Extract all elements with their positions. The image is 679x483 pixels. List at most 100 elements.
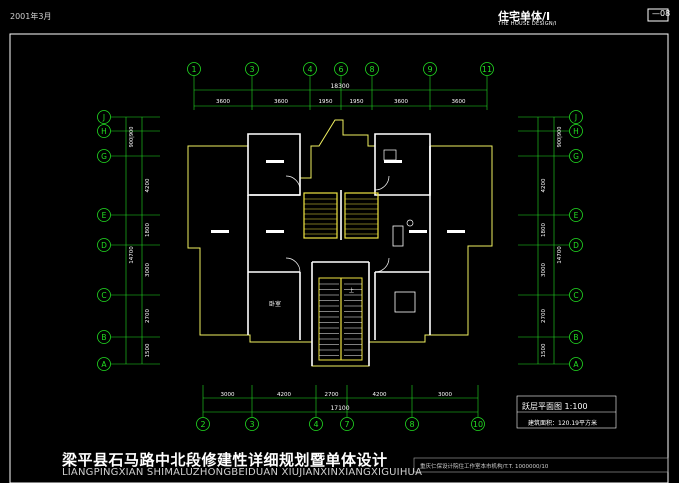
axis-label-right: H <box>573 127 579 136</box>
room-tag <box>266 230 284 233</box>
axis-bubble-right <box>569 238 583 252</box>
axis-bubble-bottom <box>196 417 210 431</box>
dim-side-segment: 1800 <box>541 223 547 237</box>
door-swing <box>285 257 301 273</box>
axis-label-left: C <box>101 291 106 300</box>
stair-up-label: 上 <box>349 287 354 294</box>
room-tag <box>266 160 284 163</box>
dim-bottom-segment: 3000 <box>221 392 235 398</box>
room-tag <box>447 230 465 233</box>
project-name: 梁平县石马路中北段修建性详细规划暨单体设计 <box>62 451 388 469</box>
axis-label-left: D <box>101 241 107 250</box>
axis-bubble-right <box>569 149 583 163</box>
door-swing <box>374 175 390 191</box>
axis-bubble-top <box>480 62 494 76</box>
kitchen-fixture <box>394 291 416 313</box>
axis-bubble-right <box>569 288 583 302</box>
dept-box <box>413 457 669 473</box>
dim-side-top-small: 900|900 <box>129 127 135 148</box>
dim-bottom-segment: 4200 <box>277 392 291 398</box>
axis-bubble-left <box>97 330 111 344</box>
room-tag <box>211 230 229 233</box>
drawing-title: 住宅单体/Ⅰ <box>498 10 551 23</box>
bathtub-fixture <box>392 225 404 247</box>
axis-bubble-right <box>569 124 583 138</box>
dim-top-segment: 1950 <box>319 99 333 105</box>
dim-side-segment: 2700 <box>541 309 547 323</box>
interior-wall <box>374 133 431 196</box>
axis-label-top: 11 <box>482 65 492 74</box>
axis-bubble-top <box>423 62 437 76</box>
washbasin-fixture <box>383 149 397 161</box>
project-pinyin: LIANGPINGXIAN SHIMALUZHONGBEIDUAN XIUJIA… <box>62 467 423 478</box>
axis-bubble-left <box>97 124 111 138</box>
sheet-no-box <box>647 8 669 22</box>
axis-label-left: E <box>102 211 107 220</box>
door-swing <box>374 257 390 273</box>
dim-side-segment: 4200 <box>541 178 547 192</box>
axis-label-top: 4 <box>307 65 312 74</box>
dim-bottom-segment: 3000 <box>438 392 452 398</box>
axis-bubble-right <box>569 330 583 344</box>
dim-bottom-segment: 4200 <box>373 392 387 398</box>
axis-label-left: J <box>102 113 105 122</box>
exterior-outline <box>187 119 493 367</box>
room-tag <box>384 160 402 163</box>
axis-label-left: H <box>101 127 107 136</box>
dim-side-segment: 2700 <box>145 309 151 323</box>
axis-bubble-left <box>97 357 111 371</box>
axis-label-bottom: 7 <box>344 420 349 429</box>
stair-right <box>344 192 379 239</box>
axis-bubble-left <box>97 149 111 163</box>
axis-label-right: C <box>573 291 578 300</box>
axis-label-top: 1 <box>191 65 196 74</box>
dim-side-segment: 1800 <box>145 223 151 237</box>
axis-bubble-right <box>569 110 583 124</box>
drawing-subtitle: THE HOUSE DESIGN/Ⅰ <box>498 21 557 27</box>
axis-bubble-top <box>187 62 201 76</box>
axis-bubble-left <box>97 238 111 252</box>
dim-bottom-total: 17100 <box>330 405 349 412</box>
dim-side-top-small: 900|900 <box>557 127 563 148</box>
axis-bubble-right <box>569 357 583 371</box>
axis-label-top: 3 <box>249 65 254 74</box>
axis-label-top: 9 <box>427 65 432 74</box>
axis-label-right: D <box>573 241 579 250</box>
axis-label-left: A <box>101 360 107 369</box>
dim-side-total: 14700 <box>129 246 135 264</box>
axis-bubble-top <box>303 62 317 76</box>
dim-side-segment: 1500 <box>145 343 151 357</box>
axis-label-bottom: 10 <box>473 420 483 429</box>
plan-title: 跃层平面图 1:100 <box>522 402 588 411</box>
axis-bubble-bottom <box>340 417 354 431</box>
axis-label-top: 6 <box>338 65 343 74</box>
axis-label-right: J <box>574 113 577 122</box>
axis-bubble-left <box>97 208 111 222</box>
interior-wall <box>247 133 301 196</box>
door-swing <box>285 175 301 191</box>
axis-label-right: G <box>573 152 579 161</box>
building-area: 建筑面积：120.19平方米 <box>528 420 597 427</box>
dim-side-segment: 3000 <box>541 263 547 277</box>
axis-bubble-bottom <box>245 417 259 431</box>
axis-label-left: B <box>101 333 106 342</box>
toilet-fixture <box>406 219 414 227</box>
dim-side-segment: 3000 <box>145 263 151 277</box>
axis-label-right: A <box>573 360 579 369</box>
axis-label-bottom: 3 <box>249 420 254 429</box>
axis-bubble-right <box>569 208 583 222</box>
room-tag <box>409 230 427 233</box>
dim-top-total: 18300 <box>330 83 349 90</box>
axis-bubble-bottom <box>471 417 485 431</box>
axis-bubble-top <box>245 62 259 76</box>
axis-bubble-top <box>365 62 379 76</box>
dim-top-segment: 3600 <box>394 99 408 105</box>
dim-top-segment: 3600 <box>452 99 466 105</box>
axis-bubble-top <box>334 62 348 76</box>
axis-label-bottom: 8 <box>409 420 414 429</box>
dim-top-segment: 3600 <box>216 99 230 105</box>
axis-bubble-bottom <box>309 417 323 431</box>
